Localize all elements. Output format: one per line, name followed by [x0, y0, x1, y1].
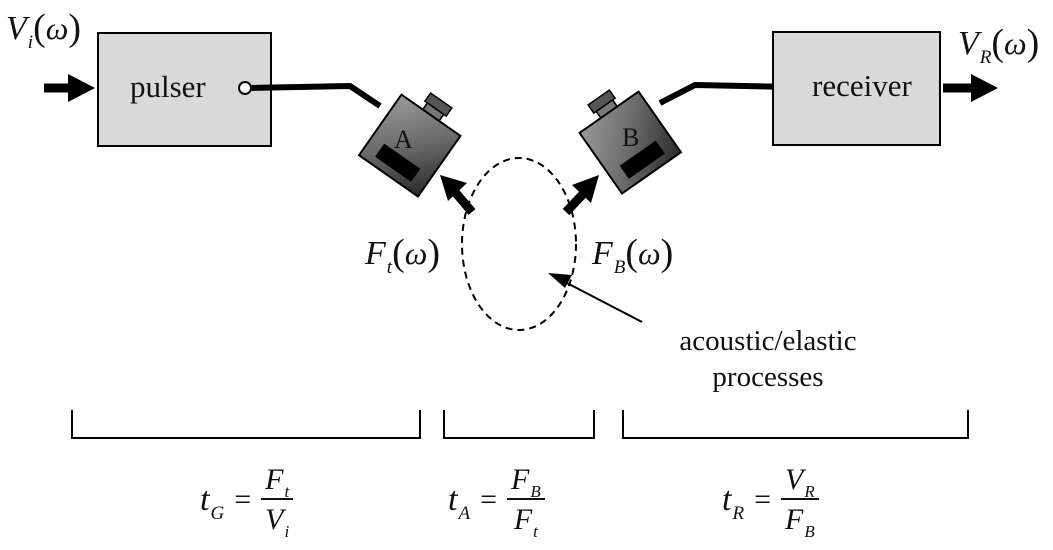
input-voltage-label: Vi(ω) [6, 7, 81, 53]
medium-caption-line-2: processes [712, 361, 824, 394]
input-arrow [44, 74, 95, 102]
bracket-medium [443, 410, 595, 439]
transducer-a [357, 91, 462, 198]
transducer-b [578, 88, 683, 195]
transducer-b-label: B [622, 123, 640, 152]
force-arrow-b [562, 175, 599, 216]
equation-receiver: tR = VR FB [722, 464, 819, 540]
medium-caption: acoustic/elastic processes [648, 323, 888, 396]
caption-pointer-arrow [548, 273, 643, 323]
output-voltage-label: VR(ω) [958, 22, 1040, 68]
output-arrow [943, 74, 998, 102]
pulser-cable [238, 81, 382, 109]
transducer-a-label: A [394, 125, 413, 154]
equation-medium: tA = FB Ft [448, 464, 545, 540]
fraction-medium: FB Ft [506, 464, 545, 540]
force-arrow-a [440, 175, 476, 215]
receiver-label: receiver [812, 68, 912, 103]
pulser-label: pulser [130, 69, 206, 104]
bracket-pulser [71, 410, 421, 439]
fraction-receiver: VR FB [780, 464, 819, 540]
force-received-label: FB(ω) [592, 232, 674, 278]
force-transmitted-label: Ft(ω) [365, 232, 440, 278]
equation-pulser: tG = Ft Vi [200, 464, 294, 540]
receiver-block [772, 31, 941, 146]
medium-ellipse [461, 157, 577, 331]
fraction-pulser: Ft Vi [261, 464, 294, 540]
medium-caption-line-1: acoustic/elastic [679, 325, 857, 357]
bracket-receiver [622, 410, 969, 439]
